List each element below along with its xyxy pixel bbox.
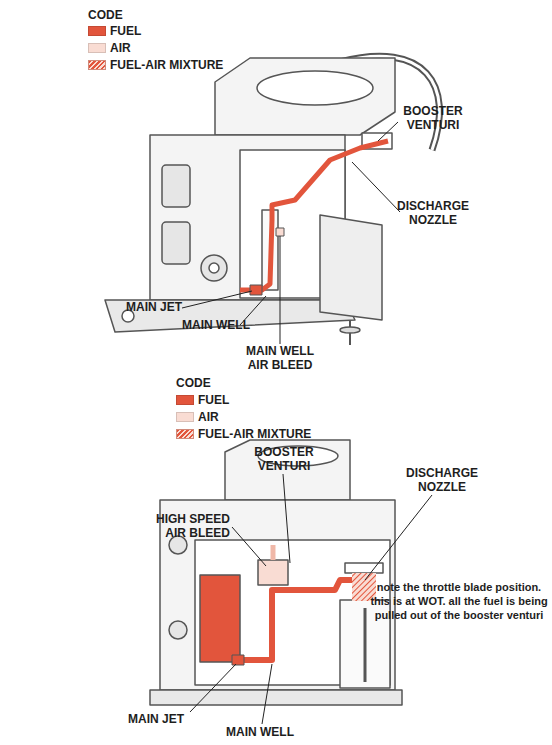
fuel-passage <box>240 141 388 290</box>
part-label: BOOSTER VENTURI <box>244 445 324 473</box>
leader-line <box>262 664 272 724</box>
legend-swatch <box>176 429 194 439</box>
legend-swatch <box>176 395 194 405</box>
idle-screw <box>340 327 360 333</box>
legend-text: FUEL <box>198 393 229 407</box>
air-horn-opening <box>257 71 373 105</box>
part-label: MAIN WELL AIR BLEED <box>238 344 322 372</box>
legend-row: FUEL-AIR MIXTURE <box>176 427 311 441</box>
part-label: MAIN JET <box>126 300 196 314</box>
main-jet <box>232 655 244 665</box>
leader-line <box>232 527 266 566</box>
throttle-plate <box>320 215 382 320</box>
pump-lever <box>209 263 219 273</box>
legend-row: FUEL <box>88 24 141 38</box>
part-label: BOOSTER VENTURI <box>393 104 473 132</box>
air-bleed-passage <box>271 545 276 560</box>
legend-swatch <box>88 26 106 36</box>
legend-text: FUEL <box>110 24 141 38</box>
leader-line <box>182 291 252 308</box>
legend-text: FUEL-AIR MIXTURE <box>198 427 311 441</box>
bowl-window <box>162 165 190 207</box>
annotation-note: note the throttle blade position. this i… <box>370 580 548 622</box>
fuel-bowl <box>200 575 240 662</box>
main-jet <box>250 285 262 295</box>
legend-swatch <box>88 43 106 53</box>
legend-swatch <box>88 60 106 70</box>
leader-line <box>352 162 400 212</box>
legend-row: FUEL <box>176 393 229 407</box>
legend-text: FUEL-AIR MIXTURE <box>110 58 223 72</box>
legend-swatch <box>176 412 194 422</box>
part-label: MAIN JET <box>128 712 198 726</box>
part-label: DISCHARGE NOZZLE <box>393 199 473 227</box>
body-screw <box>169 621 187 639</box>
air-bleed <box>276 228 284 236</box>
base-flange <box>105 300 355 332</box>
legend-text: AIR <box>110 41 131 55</box>
legend-heading: CODE <box>176 376 236 390</box>
carburetor-body <box>150 135 345 300</box>
leader-line <box>365 495 432 580</box>
leader-line <box>280 236 281 344</box>
leader-line <box>283 474 290 563</box>
legend-row: AIR <box>176 410 219 424</box>
bowl-window <box>162 222 190 264</box>
pump-lever <box>201 255 227 281</box>
legend-heading: CODE <box>88 8 148 22</box>
legend-row: FUEL-AIR MIXTURE <box>88 58 223 72</box>
leader-line <box>190 664 236 712</box>
air-horn <box>225 440 350 500</box>
throttle-blade <box>364 608 367 682</box>
fuel-passage <box>240 580 352 660</box>
base-flange <box>150 690 402 705</box>
legend-text: AIR <box>198 410 219 424</box>
part-label: MAIN WELL <box>226 725 306 739</box>
high-speed-air-bleed <box>258 560 288 585</box>
leader-line <box>378 122 398 141</box>
air-horn <box>215 58 395 135</box>
part-label: MAIN WELL <box>182 318 262 332</box>
part-label: DISCHARGE NOZZLE <box>400 466 484 494</box>
legend-row: AIR <box>88 41 131 55</box>
part-label: HIGH SPEED AIR BLEED <box>136 512 230 540</box>
